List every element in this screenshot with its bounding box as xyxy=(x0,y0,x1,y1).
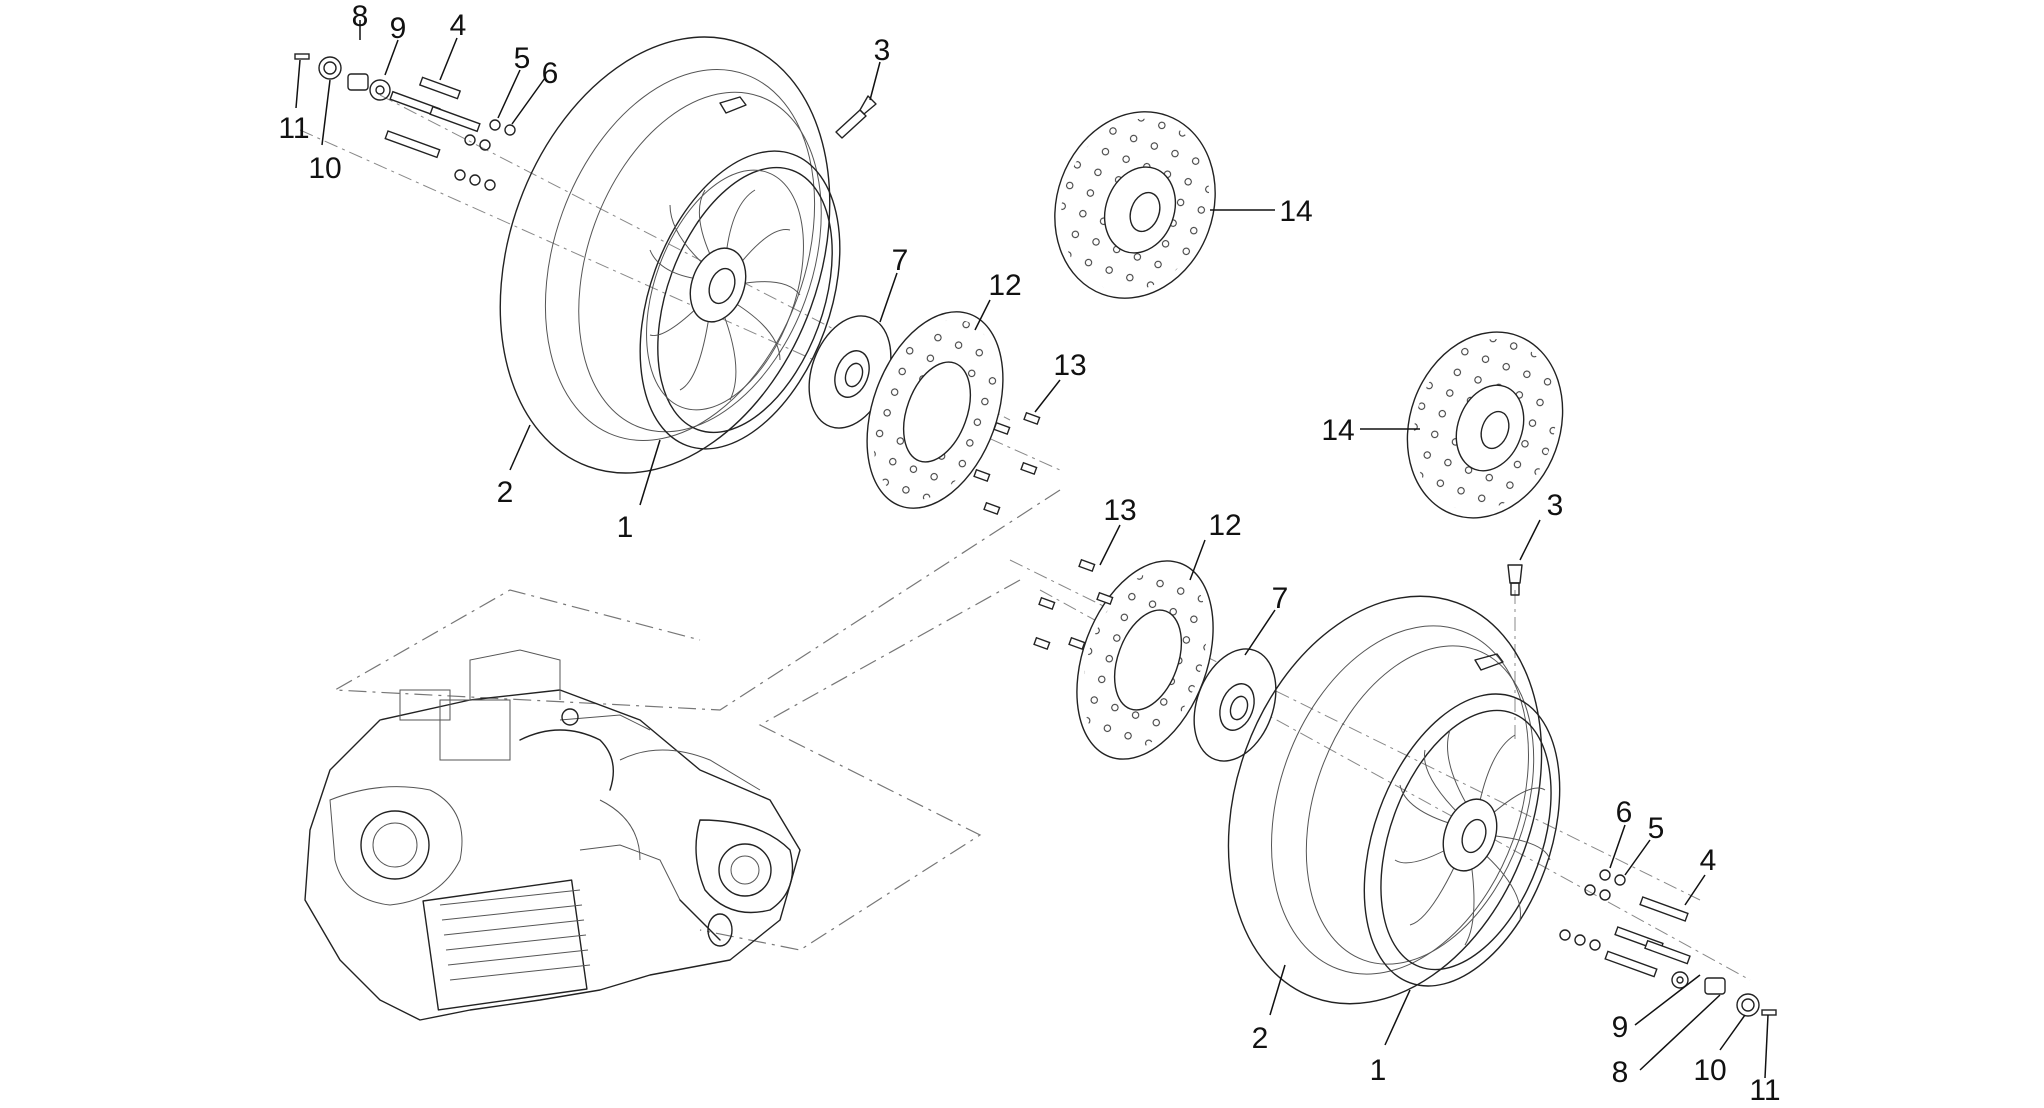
engine-unit xyxy=(304,649,801,1021)
callout-rear-9: 9 xyxy=(390,12,407,45)
upper-brake-disc-detail xyxy=(1054,111,1216,299)
rear-rim xyxy=(639,150,841,450)
callout-rear-12: 12 xyxy=(988,269,1021,302)
front-callouts: 14 13 12 3 7 6 5 4 2 1 9 8 10 11 xyxy=(1103,414,1780,1107)
callout-front-5: 5 xyxy=(1648,812,1665,845)
callout-front-7: 7 xyxy=(1272,582,1289,615)
rotation-arrow-icon-front xyxy=(1474,653,1504,671)
rear-axle-parts xyxy=(294,53,516,191)
callout-rear-14: 14 xyxy=(1279,195,1312,228)
callout-front-8: 8 xyxy=(1612,1056,1629,1089)
front-valve-stem xyxy=(1507,564,1523,596)
callout-rear-13: 13 xyxy=(1053,349,1086,382)
callout-front-12: 12 xyxy=(1208,509,1241,542)
front-tire xyxy=(1227,595,1543,1005)
callout-rear-3: 3 xyxy=(874,34,891,67)
front-disc-bolts xyxy=(1033,558,1114,651)
rotation-arrow-icon xyxy=(719,96,747,114)
front-brake-disc xyxy=(1076,560,1214,760)
callout-front-10: 10 xyxy=(1693,1054,1726,1087)
leader-lines xyxy=(295,20,1769,1079)
callout-rear-7: 7 xyxy=(892,244,909,277)
callout-front-6: 6 xyxy=(1616,796,1633,829)
rear-disc-bolts xyxy=(973,411,1041,516)
callout-rear-6: 6 xyxy=(542,57,559,90)
callout-rear-2: 2 xyxy=(497,476,514,509)
callout-rear-10: 10 xyxy=(308,152,341,185)
callout-rear-5: 5 xyxy=(514,42,531,75)
front-axle-parts xyxy=(1559,869,1777,1017)
callout-front-3: 3 xyxy=(1547,489,1564,522)
callout-front-13: 13 xyxy=(1103,494,1136,527)
callout-front-2: 2 xyxy=(1252,1022,1269,1055)
callout-front-4: 4 xyxy=(1700,844,1717,877)
rear-valve-stem xyxy=(835,95,877,139)
rear-brake-disc xyxy=(866,311,1004,509)
callout-front-1: 1 xyxy=(1370,1054,1387,1087)
callout-rear-8: 8 xyxy=(352,0,369,33)
assembly-axis-lines xyxy=(299,94,1751,981)
rear-callouts: 8 9 4 5 6 11 10 3 14 7 12 13 2 1 xyxy=(278,0,1312,544)
rear-tire xyxy=(499,36,831,474)
front-rim xyxy=(1363,693,1561,987)
callout-rear-1: 1 xyxy=(617,511,634,544)
engine-connection-dashes xyxy=(332,489,1061,951)
callout-rear-4: 4 xyxy=(450,9,467,42)
callout-rear-11: 11 xyxy=(278,112,309,145)
front-hub-flange xyxy=(1193,648,1277,762)
callout-front-14: 14 xyxy=(1321,414,1354,447)
front-brake-disc-detail xyxy=(1406,331,1564,519)
callout-front-11: 11 xyxy=(1749,1074,1780,1107)
callout-front-9: 9 xyxy=(1612,1011,1629,1044)
